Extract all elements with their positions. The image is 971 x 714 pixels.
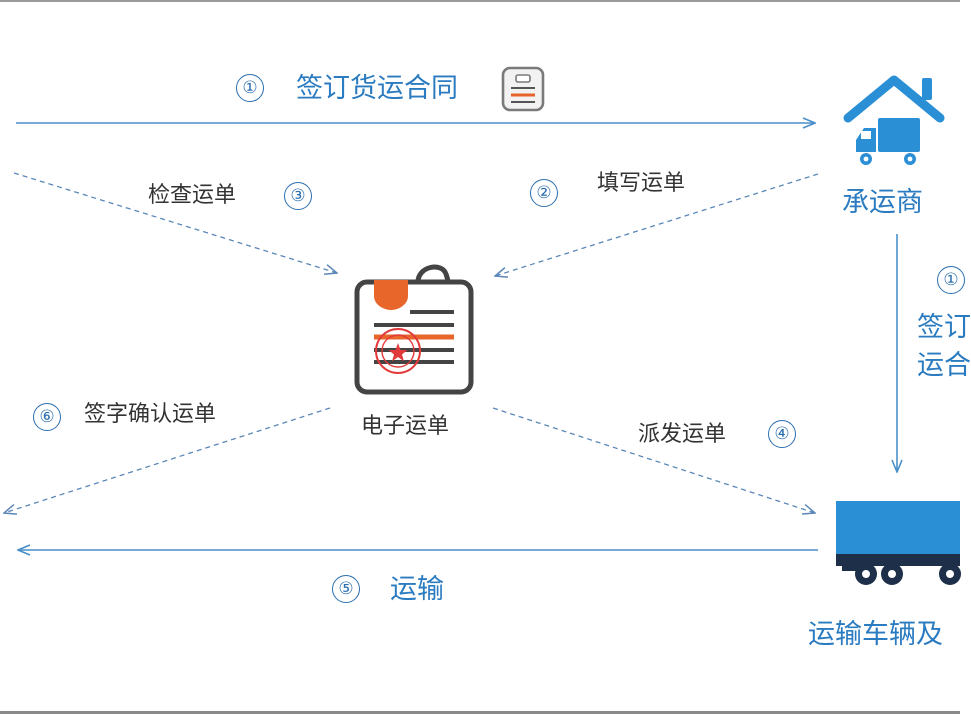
top-border bbox=[0, 0, 960, 2]
step-4-label: 派发运单 bbox=[638, 422, 727, 447]
vehicle-label: 运输车辆及 bbox=[808, 619, 943, 650]
e-waybill-label: 电子运单 bbox=[361, 414, 450, 439]
step-1-label: 签订货运合同 bbox=[296, 73, 458, 104]
contract-icon bbox=[501, 66, 545, 112]
truck-icon bbox=[836, 501, 961, 585]
arrow-check-waybill bbox=[13, 172, 337, 273]
e-waybill-icon bbox=[354, 264, 474, 395]
right-step-1-label-line2: 运合 bbox=[917, 350, 971, 381]
carrier-label: 承运商 bbox=[842, 187, 923, 218]
step-3-label: 检查运单 bbox=[148, 183, 237, 208]
step-2-number: ② bbox=[530, 179, 558, 207]
step-5-number: ⑤ bbox=[332, 575, 360, 603]
step-6-label: 签字确认运单 bbox=[84, 402, 217, 427]
step-3-number: ③ bbox=[284, 182, 312, 210]
step-2-label: 填写运单 bbox=[597, 171, 686, 196]
step-5-label: 运输 bbox=[390, 574, 444, 605]
right-step-1-number: ① bbox=[937, 266, 965, 294]
step-6-number: ⑥ bbox=[33, 403, 61, 431]
step-4-number: ④ bbox=[768, 420, 796, 448]
carrier-house-icon bbox=[843, 75, 945, 165]
step-1-number: ① bbox=[236, 74, 264, 102]
arrow-dispatch bbox=[492, 407, 815, 513]
bottom-border bbox=[0, 711, 960, 714]
right-step-1-label-line1: 签订 bbox=[917, 312, 971, 343]
arrow-fill-waybill bbox=[495, 173, 819, 276]
arrow-sign-confirm bbox=[4, 407, 331, 513]
